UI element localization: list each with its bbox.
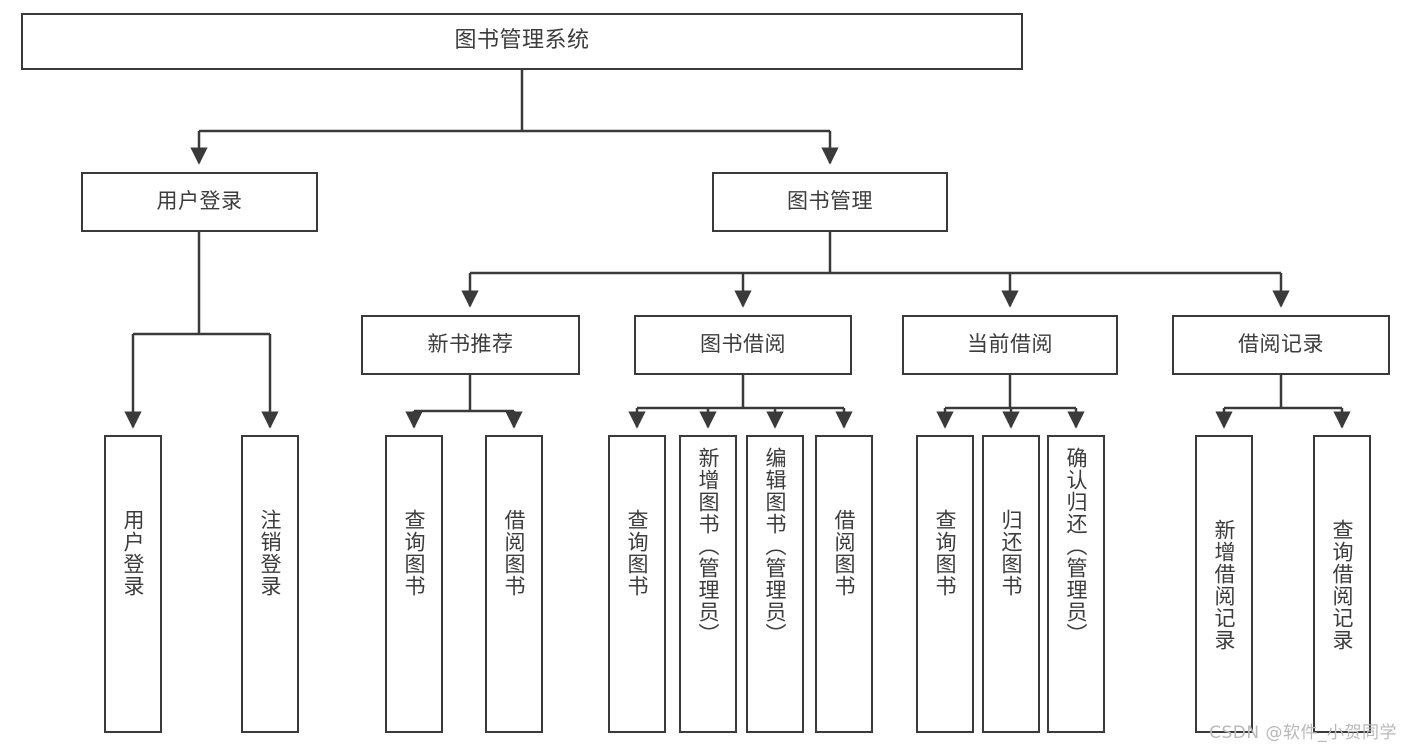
leaf-add-borrow-record[interactable]: 新增借阅记录: [1195, 435, 1253, 733]
node-label: 新书推荐: [427, 332, 514, 357]
node-label: 编辑图书（管理员）: [763, 447, 788, 645]
node-label: 新增借阅记录: [1212, 519, 1237, 651]
node-label: 借阅图书: [502, 509, 527, 597]
node-label: 借阅记录: [1238, 332, 1324, 357]
node-label: 借阅图书: [832, 509, 857, 597]
node-label: 当前借阅: [967, 332, 1053, 357]
leaf-add-book-admin[interactable]: 新增图书（管理员）: [679, 435, 737, 733]
node-label: 用户登录: [156, 189, 243, 214]
node-label: 注销登录: [258, 509, 283, 597]
node-label: 用户登录: [121, 509, 146, 597]
node-label: 图书管理: [787, 189, 873, 214]
leaf-edit-book-admin[interactable]: 编辑图书（管理员）: [746, 435, 804, 733]
node-label: 查询图书: [402, 509, 427, 597]
leaf-confirm-return-admin[interactable]: 确认归还（管理员）: [1047, 435, 1105, 733]
leaf-query-book-current[interactable]: 查询图书: [916, 435, 974, 733]
leaf-borrow-book-recommend[interactable]: 借阅图书: [485, 435, 543, 733]
node-label: 查询图书: [625, 509, 650, 597]
node-user-login[interactable]: 用户登录: [81, 172, 318, 232]
node-book-borrowing[interactable]: 图书借阅: [634, 315, 852, 375]
leaf-query-book-borrow[interactable]: 查询图书: [608, 435, 666, 733]
node-current-borrowing[interactable]: 当前借阅: [902, 315, 1118, 375]
leaf-logout[interactable]: 注销登录: [241, 435, 299, 733]
node-root-book-management-system[interactable]: 图书管理系统: [21, 13, 1023, 70]
node-label: 图书借阅: [700, 332, 786, 357]
leaf-return-book[interactable]: 归还图书: [982, 435, 1040, 733]
leaf-query-book-recommend[interactable]: 查询图书: [385, 435, 443, 733]
node-new-book-recommendation[interactable]: 新书推荐: [361, 315, 580, 375]
node-label: 确认归还（管理员）: [1064, 447, 1089, 645]
node-label: 归还图书: [999, 509, 1024, 597]
leaf-user-login[interactable]: 用户登录: [104, 435, 162, 733]
node-borrowing-records[interactable]: 借阅记录: [1172, 315, 1390, 375]
node-label: 查询图书: [933, 509, 958, 597]
node-book-management[interactable]: 图书管理: [712, 172, 948, 232]
leaf-borrow-book[interactable]: 借阅图书: [815, 435, 873, 733]
node-label: 图书管理系统: [454, 28, 590, 54]
node-label: 查询借阅记录: [1330, 519, 1355, 651]
node-label: 新增图书（管理员）: [696, 447, 721, 645]
watermark-text: CSDN @软件_小贺同学: [1209, 723, 1397, 743]
leaf-query-borrow-record[interactable]: 查询借阅记录: [1313, 435, 1371, 733]
